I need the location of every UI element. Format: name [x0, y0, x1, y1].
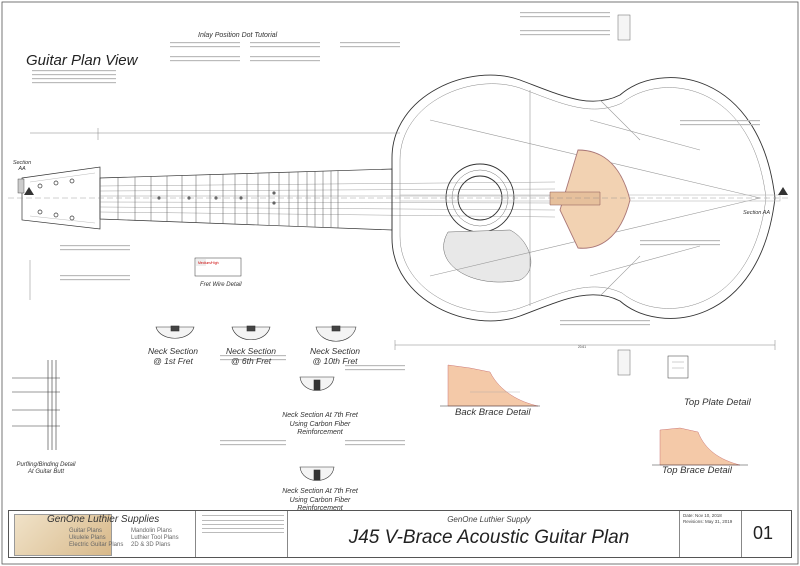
section-aa-left-label: Section AA — [12, 160, 32, 172]
body-length-dimension: 20.61 — [578, 345, 586, 349]
neck-section-drawings — [155, 325, 357, 342]
svg-text:Medium/High: Medium/High — [198, 261, 219, 265]
product-item: Ukulele Plans — [69, 535, 106, 541]
section-aa-right-label: Section AA — [743, 210, 771, 216]
product-item: Electric Guitar Plans — [69, 542, 124, 548]
annotation-notes — [32, 12, 760, 446]
top-brace-detail — [652, 427, 748, 466]
headstock — [21, 166, 101, 230]
top-brace-detail-label: Top Brace Detail — [662, 465, 732, 476]
company-name: GenOne Luthier Supplies — [47, 514, 160, 525]
plan-title: J45 V-Brace Acoustic Guitar Plan — [348, 527, 630, 548]
sheet-number: 01 — [753, 523, 774, 543]
inlay-tutorial-title: Inlay Position Dot Tutorial — [198, 32, 278, 39]
fret-wire-detail-label: Fret Wire Detail — [200, 282, 242, 288]
date: Date: Nov 10, 2018 — [683, 513, 722, 518]
neck-section-6th-label: Neck Section @ 6th Fret — [225, 346, 277, 366]
top-plate-detail — [667, 355, 689, 379]
product-item: Guitar Plans — [69, 528, 103, 534]
date-info: Date: Nov 10, 2018 Revisions: May 31, 20… — [683, 513, 732, 525]
product-item: Mandolin Plans — [131, 528, 173, 534]
purfling-detail — [12, 360, 60, 450]
title-block: GenOne Luthier Supplies Guitar Plans Uku… — [8, 510, 792, 558]
top-plate-detail-label: Top Plate Detail — [684, 397, 751, 408]
product-list-col2: Mandolin Plans Luthier Tool Plans 2D & 3… — [131, 528, 179, 549]
neck-section-7th-cf2-label: Neck Section At 7th Fret Using Carbon Fi… — [282, 488, 358, 512]
fret-wire-detail: Medium/High — [194, 257, 242, 277]
notes-area — [199, 511, 287, 557]
product-item: Luthier Tool Plans — [131, 535, 179, 541]
product-list-col1: Guitar Plans Ukulele Plans Electric Guit… — [69, 528, 123, 549]
title-block-thumbnail — [14, 514, 112, 556]
section-markers — [17, 14, 788, 376]
divider — [287, 511, 288, 557]
neck-section-7th-cf-label: Neck Section At 7th Fret Using Carbon Fi… — [282, 412, 358, 436]
neck — [99, 168, 556, 231]
divider — [195, 511, 196, 557]
purfling-detail-label: Purfling/Binding Detail At Guitar Butt — [16, 462, 76, 475]
supplier-name: GenOne Luthier Supply — [447, 515, 531, 524]
back-brace-detail-label: Back Brace Detail — [455, 407, 531, 418]
revision: Revisions: May 31, 2019 — [683, 519, 733, 524]
carbon-fiber-sections — [299, 376, 335, 481]
neck-section-1st-label: Neck Section @ 1st Fret — [147, 346, 199, 366]
product-item: 2D & 3D Plans — [131, 542, 171, 548]
divider — [679, 511, 680, 557]
plan-view-title: Guitar Plan View — [26, 52, 138, 69]
divider — [741, 511, 742, 557]
neck-section-10th-label: Neck Section @ 10th Fret — [309, 346, 361, 366]
back-brace-detail — [440, 364, 540, 407]
